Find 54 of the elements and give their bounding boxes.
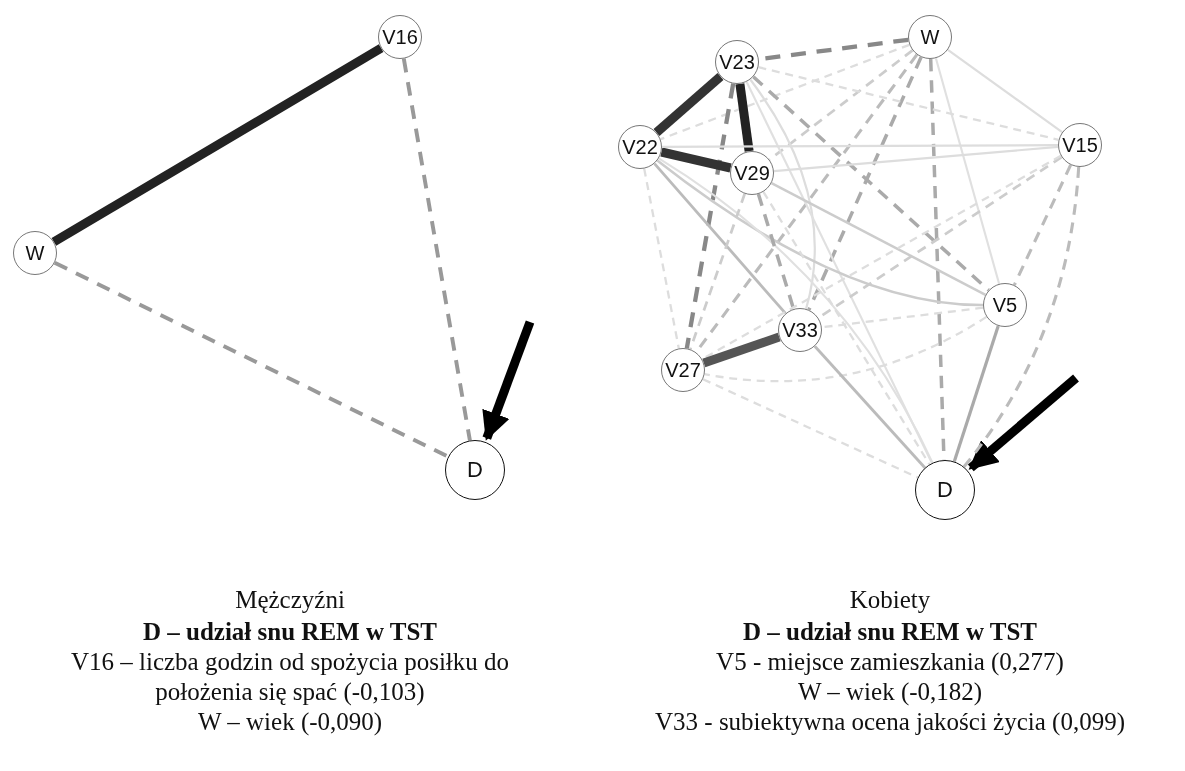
variable-node: D xyxy=(915,460,975,520)
edge-line xyxy=(773,145,1059,173)
variable-node: V5 xyxy=(983,283,1027,327)
variable-definition: D – udział snu REM w TST xyxy=(741,617,1039,647)
dashed-edge-line xyxy=(704,315,988,383)
edge-line xyxy=(653,73,724,136)
edge-line xyxy=(653,162,787,315)
variable-node: V23 xyxy=(715,40,759,84)
variable-definition: D – udział snu REM w TST xyxy=(141,617,439,647)
dashed-edge-line xyxy=(702,378,919,479)
edge-line xyxy=(770,182,987,296)
edge-line xyxy=(51,44,384,246)
variable-node: W xyxy=(13,231,57,275)
dashed-edge-line xyxy=(762,191,931,465)
edge-line xyxy=(702,332,781,368)
edge-line xyxy=(658,157,934,464)
edge-line xyxy=(735,83,754,152)
legend-text: W – wiek (-0,090) xyxy=(196,707,384,737)
dashed-edge-line xyxy=(53,260,449,459)
dashed-edge-line xyxy=(1012,164,1073,286)
variable-node: V16 xyxy=(378,15,422,59)
edge-line xyxy=(813,345,926,469)
edge-line xyxy=(745,81,933,464)
variable-node: V22 xyxy=(618,125,662,169)
legend-text: V16 – liczba godzin od spożycia posiłku do położenia się spać (-0,103) xyxy=(69,647,511,707)
edge-line xyxy=(662,144,1058,148)
legend-text: V5 - miejsce zamieszkania (0,277) xyxy=(715,647,1065,677)
arrow xyxy=(967,374,1079,472)
group-heading: Kobiety xyxy=(848,585,932,615)
dashed-edge-line xyxy=(962,166,1081,468)
dashed-edge-line xyxy=(758,66,1059,141)
dashed-edge-line xyxy=(660,43,910,141)
edge-line xyxy=(749,78,816,310)
variable-node: V29 xyxy=(730,151,774,195)
edge-line xyxy=(934,57,1001,285)
edge-line xyxy=(660,147,732,173)
dashed-edge-line xyxy=(684,83,736,349)
variable-node: V15 xyxy=(1058,123,1102,167)
legend-text: W – wiek (-0,182) xyxy=(796,677,984,707)
edge-line xyxy=(952,325,1000,462)
dashed-edge-line xyxy=(689,193,746,350)
group-heading: Mężczyźni xyxy=(234,585,346,615)
dashed-edge-line xyxy=(643,168,680,349)
dashed-edge-line xyxy=(807,56,923,311)
variable-node: W xyxy=(908,15,952,59)
variable-node: D xyxy=(445,440,505,500)
edge-line xyxy=(656,159,984,307)
legend-text: V33 - subiektywna ocena jakości życia (0,099) xyxy=(654,707,1126,737)
variable-node: V27 xyxy=(661,348,705,392)
edge-line xyxy=(947,49,1063,133)
dashed-edge-line xyxy=(756,193,796,310)
variable-node: V33 xyxy=(778,308,822,352)
dashed-edge-line xyxy=(401,58,472,441)
arrow xyxy=(482,320,535,441)
